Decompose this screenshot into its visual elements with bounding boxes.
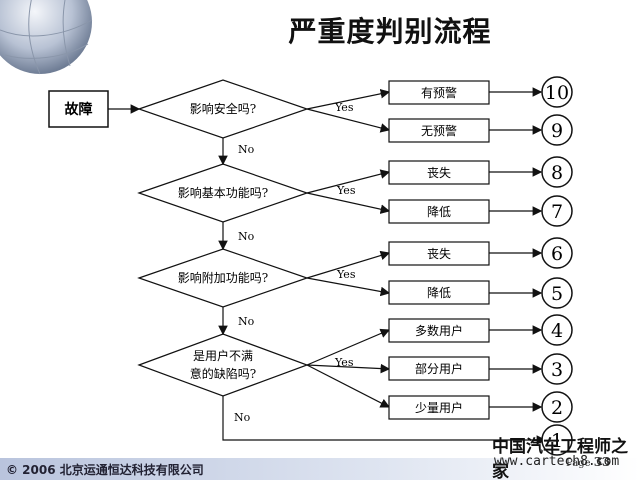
outcome-label-6: 降低 bbox=[427, 286, 451, 300]
score-circle-6 bbox=[541, 237, 573, 269]
page-number: 33 bbox=[593, 455, 611, 469]
yes-label-2: Yes bbox=[336, 184, 356, 197]
outcome-label-9: 少量用户 bbox=[415, 400, 463, 415]
no-label-2: No bbox=[238, 230, 255, 243]
score-circle-2 bbox=[541, 391, 573, 423]
score-label-6: 6 bbox=[551, 243, 563, 265]
outcome-label-3: 丧失 bbox=[427, 165, 451, 180]
outcome-label-7: 多数用户 bbox=[415, 323, 463, 338]
yes-label-3: Yes bbox=[336, 268, 356, 281]
no-label-4: No bbox=[234, 411, 251, 424]
decision-label-defect-line1: 是用户不满 bbox=[193, 348, 253, 363]
decision-label-defect-line2: 意的缺陷吗? bbox=[190, 366, 256, 381]
score-circle-7 bbox=[541, 195, 573, 227]
outcome-label-8: 部分用户 bbox=[415, 361, 463, 376]
outcome-label-4: 降低 bbox=[427, 205, 451, 219]
outcome-label-2: 无预警 bbox=[421, 123, 457, 138]
flowchart: 故障 影响安全吗? 影响基本功能吗? 影响附加功能吗? 是用户不满 意的缺陷吗?… bbox=[48, 76, 573, 456]
score-label-4: 4 bbox=[551, 320, 563, 342]
start-box bbox=[48, 90, 109, 128]
page-title: 严重度判别流程 bbox=[288, 15, 492, 48]
no-label-3: No bbox=[238, 315, 255, 328]
score-circle-8 bbox=[541, 156, 573, 188]
score-label-9: 9 bbox=[551, 120, 563, 142]
outcome-label-5: 丧失 bbox=[427, 246, 451, 261]
score-circle-9 bbox=[541, 114, 573, 146]
yes-label-4: Yes bbox=[334, 356, 354, 369]
score-label-10: 10 bbox=[545, 82, 569, 104]
decision-label-basic: 影响基本功能吗? bbox=[178, 185, 268, 200]
watermark-url: www.cartech8.com bbox=[494, 454, 620, 469]
outcome-label-1: 有预警 bbox=[421, 85, 457, 100]
score-label-1: 1 bbox=[551, 430, 563, 452]
score-label-3: 3 bbox=[551, 359, 563, 381]
score-circle-10 bbox=[541, 76, 573, 108]
score-circle-1 bbox=[541, 424, 573, 456]
yes-label-1: Yes bbox=[334, 101, 354, 114]
no-label-1: No bbox=[238, 143, 255, 156]
footer-copyright: © 2006 北京运通恒达科技有限公司 bbox=[6, 463, 204, 477]
score-circle-4 bbox=[541, 314, 573, 346]
decision-diamond-defect bbox=[137, 333, 309, 397]
start-label: 故障 bbox=[65, 101, 93, 118]
score-circle-5 bbox=[541, 277, 573, 309]
globe-decoration bbox=[0, 0, 93, 75]
watermark-title: 中国汽车工程师之家 bbox=[492, 437, 628, 482]
decision-label-safety: 影响安全吗? bbox=[190, 101, 256, 116]
footer-bar bbox=[0, 458, 640, 480]
score-label-5: 5 bbox=[551, 283, 563, 305]
score-label-2: 2 bbox=[551, 397, 563, 419]
decision-label-extra: 影响附加功能吗? bbox=[178, 270, 268, 285]
page-label: Page bbox=[566, 458, 591, 469]
page-indicator: Page 33 bbox=[566, 455, 610, 469]
score-circle-3 bbox=[541, 353, 573, 385]
score-label-8: 8 bbox=[551, 162, 563, 184]
score-label-7: 7 bbox=[551, 201, 563, 223]
